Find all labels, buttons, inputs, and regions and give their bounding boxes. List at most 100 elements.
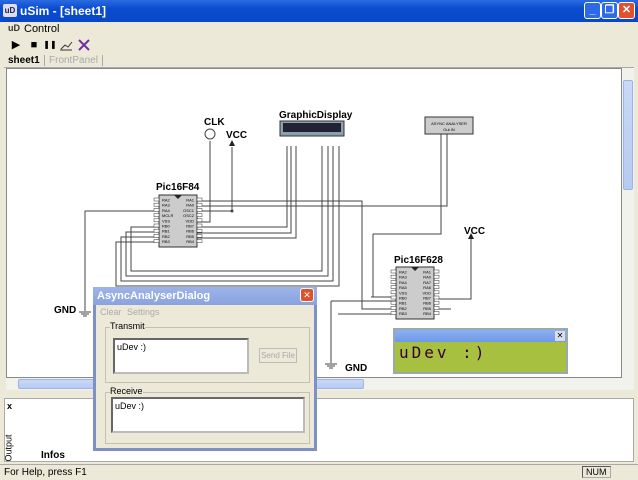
chip-pin [390, 311, 397, 315]
pin-label: RB5 [423, 306, 432, 311]
pin-label: RB7 [423, 296, 432, 301]
dialog-menu-settings[interactable]: Settings [127, 307, 160, 317]
app-icon: uD [3, 4, 17, 17]
async-analyser-dialog: AsyncAnalyserDialog ✕ Clear Settings Tra… [93, 287, 317, 451]
chip-pin [153, 218, 160, 223]
gnd-label: GND [54, 305, 76, 316]
vertical-scrollbar[interactable] [622, 68, 634, 378]
close-button[interactable]: ✕ [618, 2, 635, 19]
dialog-menu-clear[interactable]: Clear [100, 307, 122, 317]
vertical-scroll-thumb[interactable] [623, 80, 633, 190]
chip-pin [196, 213, 203, 217]
sheet-tabs: sheet1 FrontPanel [4, 54, 634, 68]
play-button[interactable]: ▶ [11, 39, 21, 51]
pin-label: RA4 [162, 208, 171, 213]
tab-infos[interactable]: Infos [41, 450, 65, 461]
chip-body [158, 194, 198, 248]
chip-notch [174, 195, 182, 199]
chip-pin [433, 300, 440, 305]
pin-label: RA0 [186, 203, 195, 208]
pin-label: OSC2 [183, 213, 195, 218]
status-bar: For Help, press F1 NUM [0, 464, 638, 480]
pin-label: VSS [162, 218, 170, 223]
pic16f628-label: Pic16F628 [394, 255, 443, 266]
chip-pin [433, 280, 440, 284]
pin-label: RB2 [162, 234, 171, 239]
clock-icon[interactable] [204, 128, 216, 140]
chip-pin [196, 197, 203, 202]
status-num: NUM [582, 466, 611, 478]
lcd-titlebar [395, 330, 566, 342]
send-file-button[interactable]: Send File [259, 348, 297, 363]
stop-button[interactable]: ■ [30, 39, 38, 51]
pin-label: RA2 [399, 270, 408, 275]
dialog-titlebar: AsyncAnalyserDialog [93, 287, 317, 305]
pin-label: MCLR [162, 213, 173, 218]
chip-pin [153, 213, 160, 217]
chip-pin [196, 208, 203, 212]
chip-pin [390, 295, 397, 300]
vcc-label: VCC [464, 226, 485, 237]
chip-pin [390, 269, 397, 274]
clear-button[interactable] [76, 37, 92, 53]
chip-pin [433, 269, 440, 274]
pin-label: RB3 [399, 311, 408, 316]
title-bar: uD uSim - [sheet1] _ ❐ ✕ [0, 0, 638, 22]
pin-label: VSS [399, 290, 407, 295]
vcc-arrow-icon [468, 233, 474, 239]
pin-label: VDD [423, 290, 432, 295]
chip-pin [433, 311, 440, 315]
chip-pin [196, 239, 203, 243]
menu-control[interactable]: Control [24, 23, 60, 35]
dialog-close-button[interactable]: ✕ [300, 288, 314, 302]
graph-button[interactable] [58, 37, 74, 53]
pin-label: RB0 [162, 224, 171, 229]
toolbar: ▶ ■ ❚❚ [4, 37, 634, 53]
tab-frontpanel[interactable]: FrontPanel [44, 55, 103, 66]
window-title: uSim - [sheet1] [20, 4, 107, 18]
chip-pin [433, 274, 440, 279]
pause-button[interactable]: ❚❚ [43, 40, 57, 49]
async-analyser[interactable] [424, 116, 474, 135]
pin-label: RB6 [423, 301, 432, 306]
tab-sheet1[interactable]: sheet1 [8, 55, 40, 66]
graphic-display-screen [283, 123, 341, 132]
clear-icon [78, 39, 90, 51]
chip-pin [390, 285, 397, 289]
async-analyser-pins: Out IN [443, 127, 455, 132]
pin-label: RB5 [186, 234, 195, 239]
pin-label: RB4 [423, 311, 432, 316]
dialog-title: AsyncAnalyserDialog [97, 290, 211, 302]
graph-icon [60, 41, 73, 51]
chip-pin [196, 228, 203, 233]
chip-pin [153, 239, 160, 243]
pin-label: RA0 [423, 275, 432, 280]
chip-pin [390, 280, 397, 284]
chip-pin [196, 202, 203, 207]
clk-label: CLK [204, 117, 225, 128]
async-analyser-label: ASYNC ANALYSER [431, 121, 467, 126]
chip-pin [153, 208, 160, 212]
transmit-label: Transmit [110, 321, 145, 331]
pic16f628-chip[interactable]: RA2RA3RA4RA5VSSRB0RB1RB2RB3RA1RA0RA7RA6V… [390, 266, 440, 320]
pin-label: RB2 [399, 306, 408, 311]
maximize-button[interactable]: ❐ [601, 2, 618, 19]
chip-pin [390, 300, 397, 305]
pin-label: RA5 [399, 285, 408, 290]
chip-pin [390, 290, 397, 295]
pin-label: RA1 [423, 270, 432, 275]
schematic: CLK VCC VCC GND GND GraphicDisplay ASYNC… [54, 110, 485, 374]
output-close-button[interactable]: x [7, 401, 13, 411]
pic16f84-chip[interactable]: RA2RA3RA4MCLRVSSRB0RB1RB2RB3RA1RA0OSC1OS… [153, 194, 203, 248]
pin-label: RA4 [399, 280, 408, 285]
pin-label: RA2 [162, 198, 171, 203]
chip-pin [390, 274, 397, 279]
chip-body [395, 266, 435, 320]
transmit-input[interactable]: uDev :) [113, 338, 249, 374]
pin-label: OSC1 [183, 208, 195, 213]
gnd-label: GND [345, 363, 367, 374]
chip-pin [433, 285, 440, 289]
pic16f84-label: Pic16F84 [156, 182, 200, 193]
lcd-close-button[interactable]: ✕ [555, 331, 565, 341]
minimize-button[interactable]: _ [584, 2, 601, 19]
